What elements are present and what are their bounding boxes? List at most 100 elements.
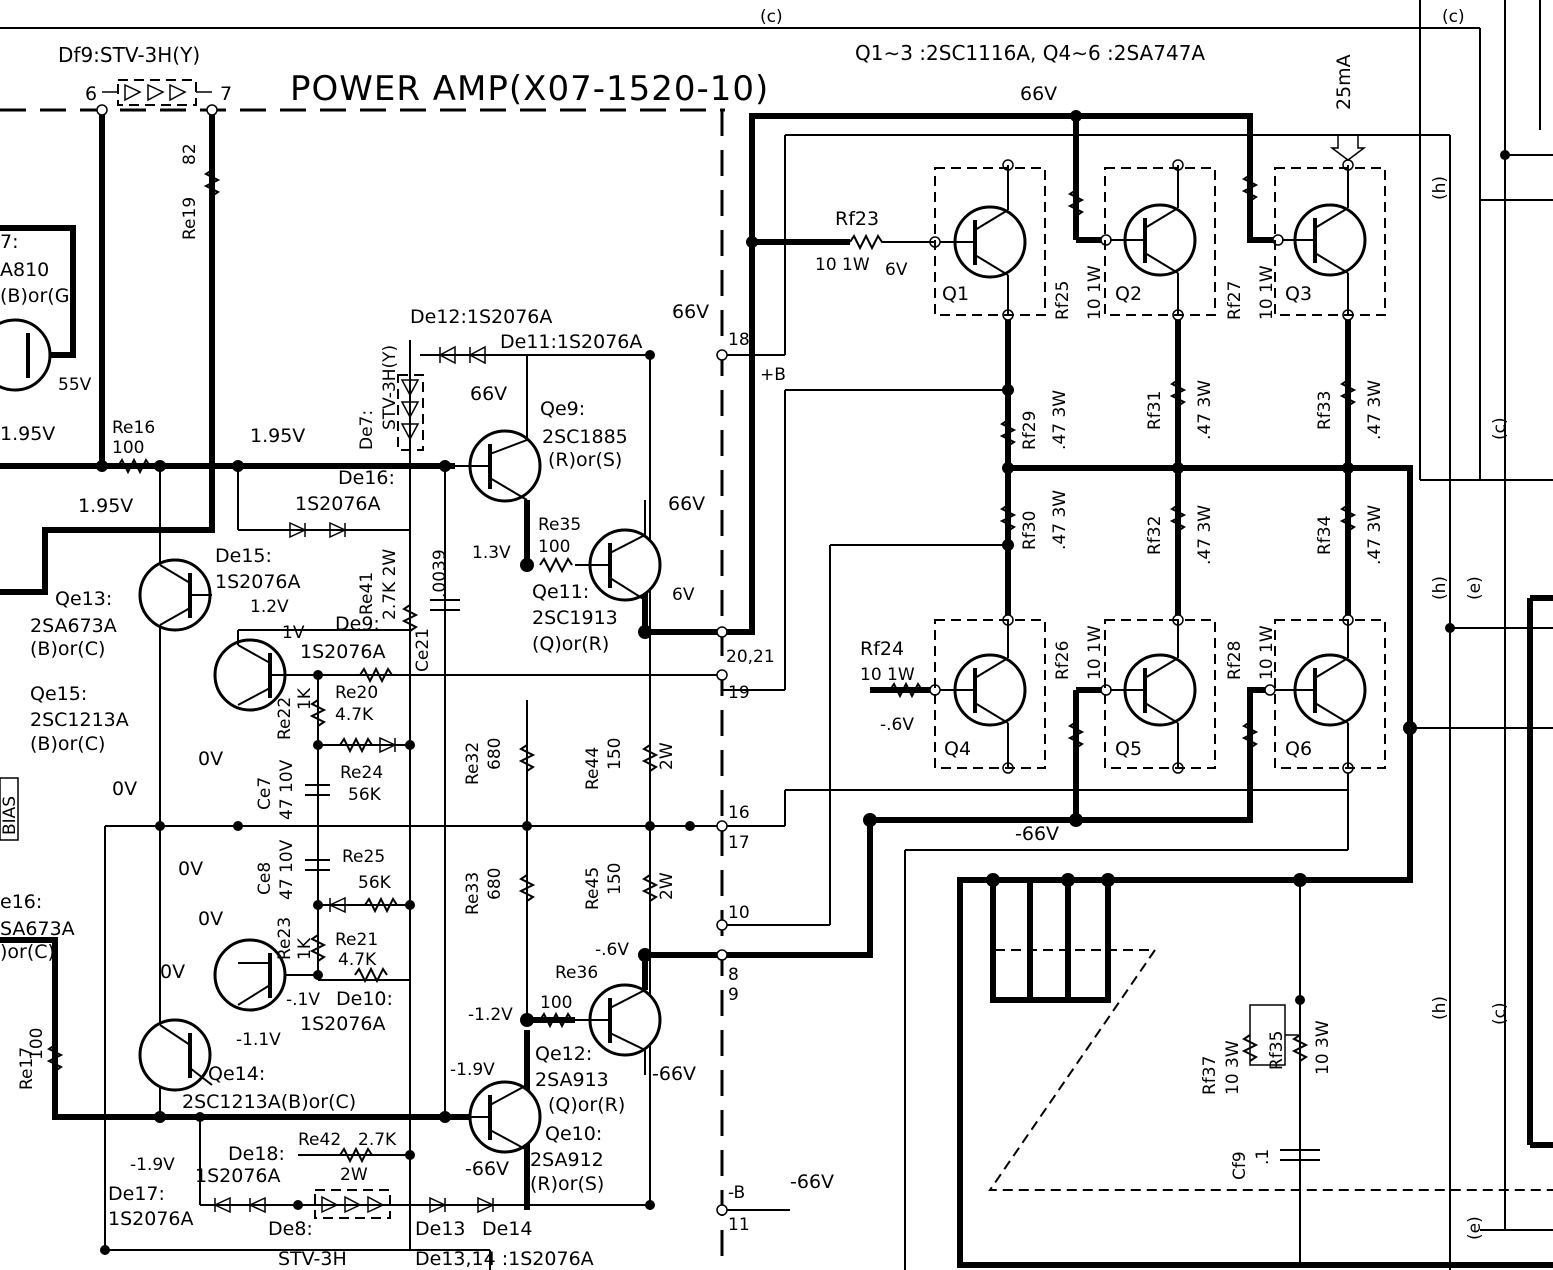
label-0v-2: 0V: [112, 778, 137, 800]
q7-partial-symbol: [0, 318, 52, 392]
ce21-value: .0039: [430, 549, 450, 598]
re17-value: 100: [27, 1028, 47, 1060]
rf30-symbol: [999, 504, 1017, 532]
de10-label: De10:: [336, 988, 393, 1010]
label-neg66v-output: -66V: [1015, 823, 1059, 845]
de13-label: De13: [415, 1218, 466, 1240]
qe14-label: Qe14:: [208, 1063, 265, 1085]
ce8-value: 47 10V: [277, 839, 297, 900]
qe11-type: 2SC1913: [532, 607, 618, 629]
de9-symbol: [379, 736, 397, 754]
re35-label: Re35: [538, 515, 581, 535]
re20-symbol: [359, 666, 393, 684]
de9-type: 1S2076A: [300, 641, 386, 663]
de15-type: 1S2076A: [215, 571, 301, 593]
q1-label: Q1: [942, 283, 969, 305]
rf34-value: .47 3W: [1365, 505, 1385, 565]
rf25-value: 10 1W: [1085, 265, 1105, 320]
qe12-type: 2SA913: [535, 1069, 609, 1091]
rf35-label: Rf35: [1267, 1031, 1287, 1070]
rf27-value: 10 1W: [1257, 265, 1277, 320]
de7-type: STV-3H(Y): [380, 345, 400, 430]
qe16-label: e16:: [0, 891, 42, 913]
re25-label: Re25: [342, 847, 385, 867]
re20-label: Re20: [335, 683, 378, 703]
label-neg-6v-qe12: -.6V: [595, 940, 629, 960]
re44-label: Re44: [583, 747, 603, 790]
wire-h-2: (h): [1430, 576, 1450, 600]
rf30-label: Rf30: [1020, 511, 1040, 550]
label-66v-qe9: 66V: [470, 383, 507, 405]
re16-label: Re16: [112, 418, 155, 438]
re44-watt: 2W: [657, 742, 677, 770]
label-1v: 1V: [282, 623, 305, 643]
resistors: [46, 169, 1357, 1164]
rf28-label: Rf28: [1225, 641, 1245, 680]
re45-value: 150: [605, 863, 625, 895]
rf27-label: Rf27: [1225, 281, 1245, 320]
q5-symbol: [1110, 620, 1197, 768]
terminal-20-21: 20,21: [726, 647, 775, 667]
re45-watt: 2W: [657, 872, 677, 900]
re33-value: 680: [485, 868, 505, 900]
q1-symbol: [940, 165, 1027, 315]
terminal-11: 11: [728, 1215, 750, 1235]
label-0v-5: 0V: [160, 961, 185, 983]
re19-label: Re19: [180, 197, 200, 240]
re23-symbol: [309, 934, 327, 962]
qe11-label: Qe11:: [532, 581, 589, 603]
wire-e-2: (e): [1465, 1216, 1485, 1240]
re20-value: 4.7K: [335, 705, 374, 725]
rf31-value: .47 3W: [1195, 380, 1215, 440]
label-1-95v-mid: 1.95V: [250, 425, 305, 447]
rf37-symbol: [1241, 1034, 1259, 1062]
de13-de14-symbol: [429, 1196, 495, 1214]
re24-symbol: [339, 736, 373, 754]
label-66v-qe11: 66V: [668, 493, 705, 515]
label-1-95v-left: 1.95V: [0, 423, 55, 445]
qe14-type: 2SC1213A(B)or(C): [182, 1091, 356, 1113]
qe15-symbol: [213, 629, 410, 712]
qe10-label: Qe10:: [545, 1123, 602, 1145]
label-66v-de11: 66V: [672, 301, 709, 323]
top-wires: [0, 0, 1553, 1230]
q2-label: Q2: [1115, 283, 1142, 305]
rf29-label: Rf29: [1020, 411, 1040, 450]
ce21-label: Ce21: [413, 628, 433, 672]
rf32-symbol: [1169, 504, 1187, 532]
rf29-value: .47 3W: [1050, 390, 1070, 450]
label-0v-1: 0V: [198, 748, 223, 770]
output-heavy-wiring: [524, 113, 1553, 1268]
label-66v-top: 66V: [1020, 83, 1057, 105]
qe16-type: SA673A: [0, 918, 75, 940]
labels: POWER AMP(X07-1520-10) Q1∼3 :2SC1116A, Q…: [0, 7, 1510, 1270]
de15-label: De15:: [215, 545, 272, 567]
de13-14-type: De13,14 :1S2076A: [415, 1248, 594, 1270]
re41-value: 2.7K 2W: [380, 549, 400, 620]
terminal-19: 19: [728, 683, 750, 703]
de16-symbol: [289, 521, 347, 539]
label-neg-1-9v-qe10: -1.9V: [450, 1060, 495, 1080]
ce7-value: 47 10V: [277, 759, 297, 820]
label-neg-0-1v: -.1V: [286, 990, 320, 1010]
label-neg-1-1v: -1.1V: [236, 1030, 281, 1050]
qe12-rank: (Q)or(R): [548, 1094, 625, 1116]
qe15-label: Qe15:: [30, 683, 87, 705]
label-plus-b: +B: [760, 365, 786, 385]
terminal-18: 18: [728, 330, 750, 350]
de10-symbol: [328, 896, 346, 914]
label-55v: 55V: [58, 375, 92, 395]
qe12-label: Qe12:: [535, 1043, 592, 1065]
q7-type: A810: [0, 259, 49, 281]
output-parts-note: Q1∼3 :2SC1116A, Q4∼6 :2SA747A: [855, 41, 1205, 65]
label-neg-1-2v: -1.2V: [468, 1005, 513, 1025]
re21-value: 4.7K: [338, 950, 377, 970]
qe13-type: 2SA673A: [30, 615, 117, 637]
pin-6: 6: [85, 83, 97, 105]
re45-label: Re45: [583, 867, 603, 910]
q5-label: Q5: [1115, 738, 1142, 760]
de7-label: De7:: [357, 410, 377, 450]
current-arrow: [1329, 134, 1367, 161]
